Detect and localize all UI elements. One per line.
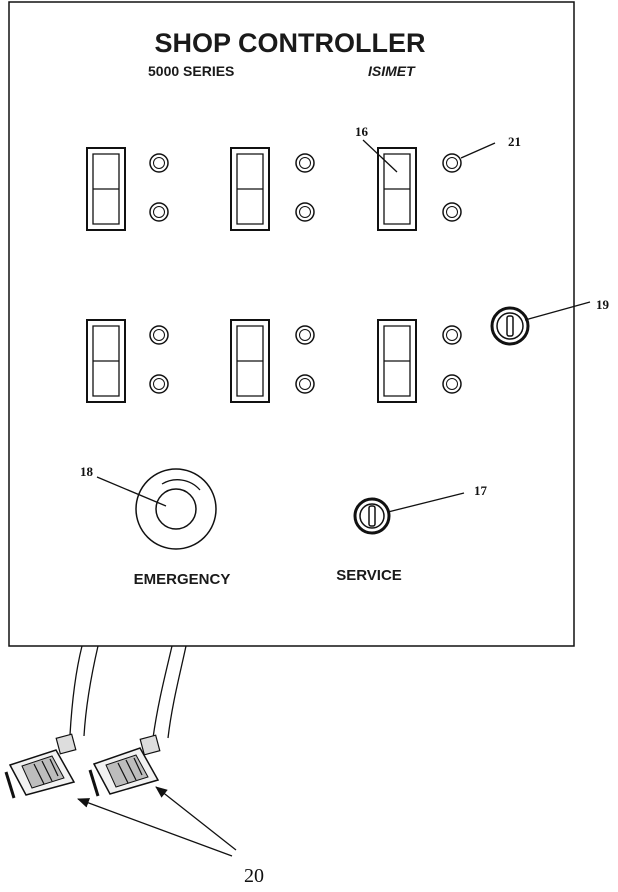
arrow-connector-left: [77, 798, 233, 857]
callout-20: 20: [244, 865, 264, 887]
display-2: [230, 147, 270, 231]
emergency-label: EMERGENCY: [134, 571, 231, 588]
db-connector-left: [4, 733, 77, 799]
indicator-light: [442, 202, 462, 222]
service-key-switch-icon: [353, 497, 391, 535]
callout-17: 17: [474, 483, 488, 498]
display-5: [230, 319, 270, 403]
indicator-light: [149, 374, 169, 394]
display-4: [86, 319, 126, 403]
cable-left: [69, 645, 99, 737]
leader-line-21: [460, 142, 496, 159]
series-label: 5000 SERIES: [148, 63, 234, 79]
indicator-light: [442, 374, 462, 394]
brand-label: ISIMET: [368, 63, 416, 79]
indicator-light: [149, 153, 169, 173]
indicator-light: [295, 325, 315, 345]
key-switch-icon: [490, 306, 530, 346]
callout-18: 18: [80, 464, 94, 479]
indicator-light: [295, 202, 315, 222]
leader-line-18: [96, 476, 167, 507]
display-3: [377, 147, 417, 231]
arrow-connector-right: [155, 786, 237, 851]
callout-16: 16: [355, 124, 369, 139]
callout-19: 19: [596, 297, 610, 312]
emergency-stop-button: [135, 468, 217, 550]
indicator-light: [442, 325, 462, 345]
indicator-light: [295, 374, 315, 394]
callout-21: 21: [508, 134, 521, 149]
indicator-light: [149, 325, 169, 345]
display-6: [377, 319, 417, 403]
db-connector-right: [88, 734, 161, 797]
indicator-light: [295, 153, 315, 173]
panel-title: SHOP CONTROLLER: [154, 28, 425, 58]
cable-right: [152, 645, 187, 739]
leader-line-16: [362, 139, 398, 173]
indicator-light: [149, 202, 169, 222]
indicator-light: [442, 153, 462, 173]
leader-line-19: [524, 301, 591, 321]
display-1: [86, 147, 126, 231]
service-label: SERVICE: [336, 567, 402, 584]
leader-line-17: [387, 492, 465, 513]
